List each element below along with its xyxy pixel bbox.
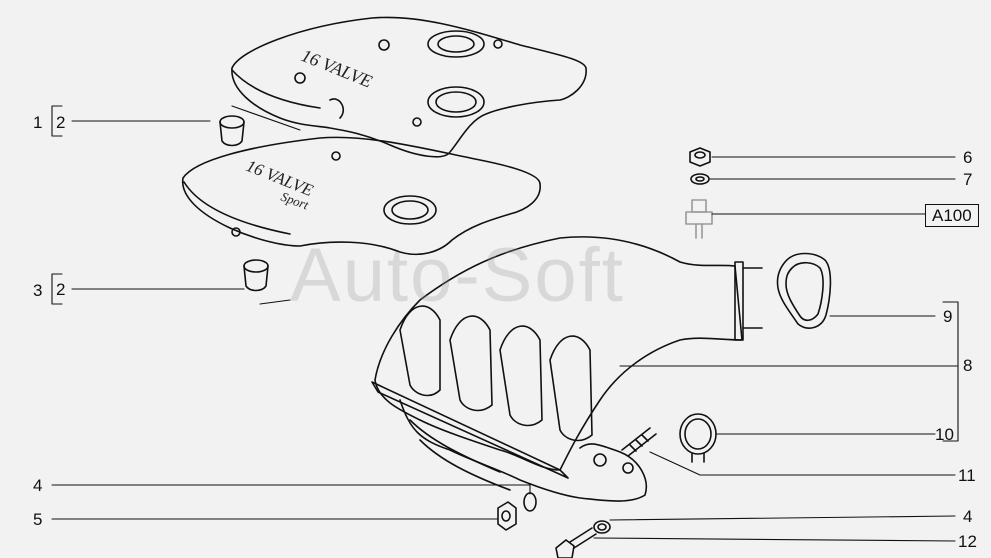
o-ring	[679, 413, 717, 463]
callout-4-right: 4	[963, 507, 973, 526]
callout-10: 10	[935, 425, 954, 444]
callout-2-upper: 2	[56, 113, 66, 132]
callout-7: 7	[963, 170, 973, 189]
callout-8: 8	[963, 356, 973, 375]
leader-lines	[51, 105, 959, 542]
callout-9: 9	[943, 307, 953, 326]
callout-6: 6	[963, 148, 973, 167]
cover-bottom-badge: 16 VALVE	[244, 156, 317, 200]
lower-engine-cover	[182, 136, 541, 256]
throttle-gasket	[776, 252, 832, 329]
rubber-bushing-upper	[219, 115, 245, 147]
callout-11: 11	[958, 466, 976, 485]
washer-4-right	[593, 520, 611, 534]
intake-manifold	[371, 236, 763, 502]
callout-12: 12	[958, 532, 977, 551]
callout-3: 3	[33, 281, 43, 300]
callout-1: 1	[33, 113, 43, 132]
callout-2-lower: 2	[56, 280, 66, 299]
cover-top-badge: 16 VALVE	[299, 45, 376, 91]
rubber-bushing-lower	[243, 259, 269, 292]
washer-4-left	[523, 492, 537, 512]
callout-5: 5	[33, 510, 43, 529]
nut-5	[497, 501, 517, 531]
callout-a100: A100	[925, 204, 979, 227]
nut-6	[689, 147, 711, 167]
stud	[621, 427, 657, 457]
callout-4-left: 4	[33, 476, 43, 495]
sensor-a100	[685, 199, 713, 239]
washer-7	[690, 173, 710, 185]
bolt-12	[555, 527, 597, 558]
upper-engine-cover	[231, 16, 587, 158]
